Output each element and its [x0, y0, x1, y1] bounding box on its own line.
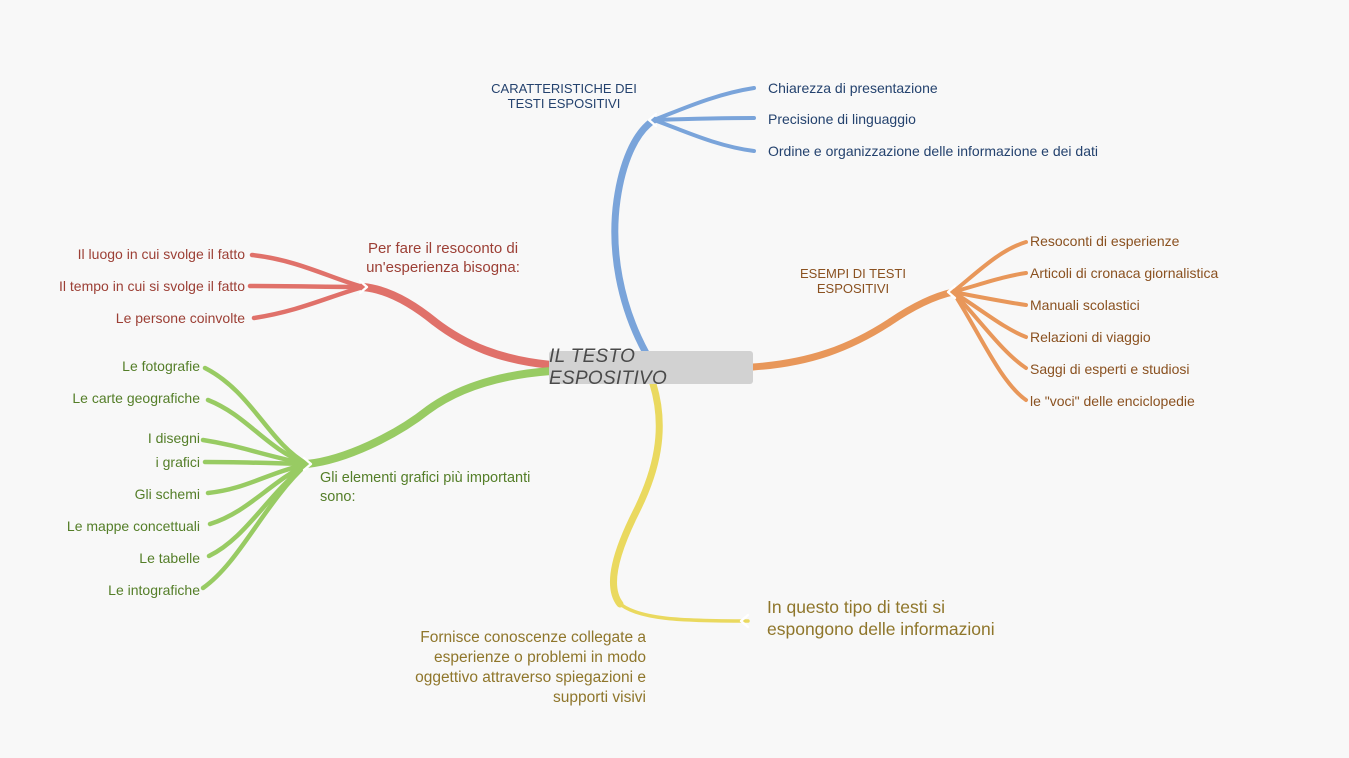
- node-caratteristiche-child-2[interactable]: Ordine e organizzazione delle informazio…: [768, 143, 1098, 159]
- root-node[interactable]: IL TESTO ESPOSITIVO: [549, 346, 753, 389]
- collapse-chevron-icon[interactable]: [302, 456, 313, 472]
- node-resoconto-child-0[interactable]: Il luogo in cui svolge il fatto: [77, 246, 245, 262]
- collapse-chevron-icon[interactable]: [739, 613, 750, 629]
- node-elementi-child-4[interactable]: Gli schemi: [134, 486, 200, 502]
- branch-esempi-trunk: [749, 288, 957, 371]
- node-caratteristiche-child-0[interactable]: Chiarezza di presentazione: [768, 80, 938, 96]
- branch-resoconto: [247, 252, 555, 369]
- branch-esempi: [749, 240, 1028, 402]
- node-elementi-child-6[interactable]: Le tabelle: [139, 550, 200, 566]
- branch-elementi-trunk: [303, 367, 555, 468]
- node-elementi-child-3[interactable]: i grafici: [155, 454, 200, 470]
- branch-resoconto-trunk: [359, 283, 555, 369]
- branch-resoconto-child-1: [247, 283, 366, 290]
- collapse-chevrons: [302, 112, 957, 629]
- branch-caratteristiche-child-1: [652, 116, 756, 122]
- branch-caratteristiche-trunk: [611, 116, 658, 357]
- branch-resoconto-label[interactable]: Per fare il resoconto di un'esperienza b…: [366, 240, 520, 276]
- branch-resoconto-child-0: [249, 252, 366, 290]
- branch-elementi-child-5: [207, 461, 310, 527]
- node-definizione-child-0[interactable]: In questo tipo di testi si espongono del…: [767, 597, 995, 639]
- node-esempi-child-4[interactable]: Saggi di esperti e studiosi: [1030, 361, 1190, 377]
- node-esempi-child-3[interactable]: Relazioni di viaggio: [1030, 329, 1151, 345]
- collapse-chevron-icon[interactable]: [647, 112, 658, 128]
- branch-caratteristiche-child-0: [652, 86, 756, 122]
- branch-definizione-tip: [616, 600, 750, 623]
- branch-esempi-child-0: [951, 240, 1028, 294]
- branch-caratteristiche-label[interactable]: CARATTERISTICHE DEI TESTI ESPOSITIVI: [491, 81, 637, 111]
- branch-esempi-child-5: [951, 290, 1028, 402]
- branch-elementi-child-4: [205, 461, 310, 496]
- branch-elementi-label[interactable]: Gli elementi grafici più importanti sono…: [320, 470, 531, 505]
- branch-esempi-child-1: [951, 271, 1028, 294]
- node-elementi-child-7[interactable]: Le intografiche: [108, 582, 200, 598]
- node-elementi-child-0[interactable]: Le fotografie: [122, 358, 200, 374]
- branch-elementi-child-0: [202, 365, 310, 467]
- branch-elementi-child-3: [202, 459, 310, 467]
- node-esempi-child-5[interactable]: le "voci" delle enciclopedie: [1030, 393, 1195, 409]
- branch-esempi-label[interactable]: ESEMPI DI TESTI ESPOSITIVI: [800, 266, 906, 296]
- node-resoconto-child-2[interactable]: Le persone coinvolte: [115, 310, 245, 326]
- branch-esempi-child-4: [951, 290, 1028, 370]
- node-resoconto-child-1[interactable]: Il tempo in cui si svolge il fatto: [59, 278, 245, 294]
- branch-elementi-child-2: [200, 437, 310, 467]
- collapse-chevron-icon[interactable]: [946, 284, 957, 300]
- branch-esempi-child-2: [951, 290, 1028, 307]
- node-elementi-child-5[interactable]: Le mappe concettuali: [66, 518, 200, 534]
- branch-resoconto-child-2: [251, 284, 366, 321]
- node-elementi-child-1[interactable]: Le carte geografiche: [72, 390, 200, 406]
- branch-caratteristiche: [611, 86, 756, 357]
- branch-definizione: [610, 380, 750, 623]
- node-caratteristiche-child-1[interactable]: Precisione di linguaggio: [768, 111, 916, 127]
- branch-elementi-child-1: [205, 397, 310, 467]
- branch-definizione-label[interactable]: Fornisce conoscenze collegate a esperien…: [415, 629, 646, 706]
- node-esempi-child-0[interactable]: Resoconti di esperienze: [1030, 233, 1180, 249]
- branch-caratteristiche-child-2: [652, 118, 756, 153]
- branch-definizione-trunk: [610, 380, 663, 608]
- branch-elementi-child-7: [200, 461, 310, 591]
- node-elementi-child-2[interactable]: I disegni: [147, 430, 200, 446]
- collapse-chevron-icon[interactable]: [358, 279, 369, 295]
- branch-esempi-child-3: [951, 290, 1028, 339]
- branch-elementi-grafici: [200, 365, 555, 591]
- node-esempi-child-1[interactable]: Articoli di cronaca giornalistica: [1030, 265, 1219, 281]
- node-esempi-child-2[interactable]: Manuali scolastici: [1030, 297, 1140, 313]
